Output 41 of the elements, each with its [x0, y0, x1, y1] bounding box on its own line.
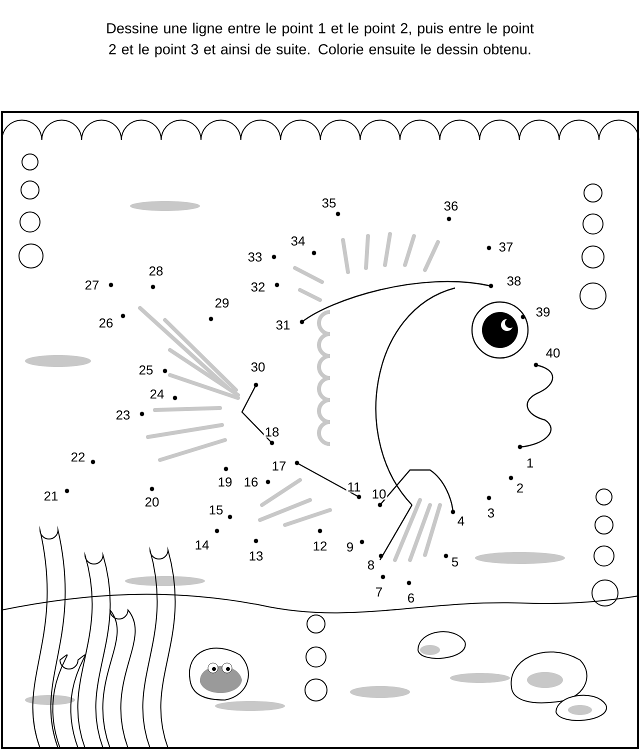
dot-number: 31 — [274, 319, 292, 331]
dot-number: 33 — [246, 251, 264, 263]
dot-number: 3 — [486, 507, 496, 519]
dot-number: 13 — [248, 550, 264, 562]
dot-number: 5 — [450, 556, 460, 568]
dot-number: 14 — [194, 540, 210, 550]
instruction-text: Dessine une ligne entre le point 1 et le point 2, puis entre le point 2 et le point 3 et ainsi de suite. Colorie ensuite le dessin obtenu. — [107, 22, 534, 58]
dot-number: 35 — [320, 197, 338, 209]
dot-number: 20 — [144, 496, 160, 508]
dot-number: 9 — [345, 541, 355, 553]
dot-number: 15 — [208, 504, 224, 516]
dot-number: 26 — [98, 317, 114, 329]
dot-number: 19 — [216, 476, 234, 488]
dot-number: 37 — [498, 241, 514, 253]
dot-number: 22 — [70, 451, 86, 463]
dot-number: 7 — [374, 586, 384, 598]
dot-number: 4 — [456, 516, 466, 526]
dot-number: 38 — [506, 275, 522, 287]
dot-number: 18 — [264, 426, 280, 438]
dot-number: 36 — [442, 200, 460, 212]
dot-number: 32 — [250, 281, 266, 293]
dot-number: 12 — [312, 540, 328, 552]
dot-number: 34 — [290, 235, 306, 247]
dot-number: 28 — [148, 265, 164, 277]
dot-number: 21 — [42, 490, 60, 502]
dot-number: 16 — [242, 476, 260, 488]
dot-number: 1 — [525, 458, 535, 468]
dot-number: 25 — [138, 364, 154, 376]
dot-number: 2 — [515, 482, 525, 494]
dot-number: 23 — [114, 409, 132, 421]
dot-number: 11 — [346, 482, 362, 492]
dot-number: 10 — [370, 488, 388, 500]
dot-number: 24 — [148, 388, 166, 400]
dot-number: 27 — [84, 279, 100, 291]
dot-number: 29 — [214, 297, 230, 309]
dot-number: 17 — [270, 460, 288, 472]
dot-number: 40 — [544, 347, 562, 359]
dot-number: 30 — [250, 361, 266, 373]
dot-number: 39 — [534, 306, 552, 318]
dot-number: 8 — [366, 559, 376, 571]
dot-number: 6 — [406, 592, 416, 604]
